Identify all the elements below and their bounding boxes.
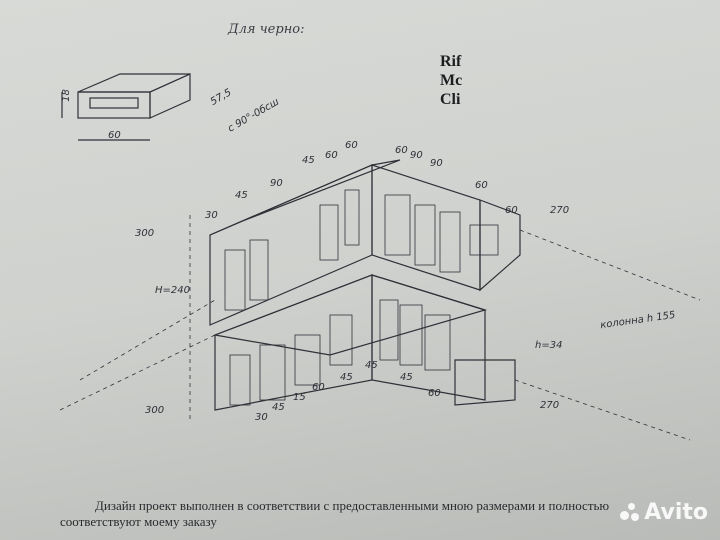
dim-label: 90 xyxy=(410,150,423,161)
dim-label: 45 xyxy=(302,155,315,166)
dim-label: 45 xyxy=(400,372,413,383)
box-top xyxy=(77,73,191,93)
dim-label: 90 xyxy=(270,178,283,189)
dim-label: 60 xyxy=(475,180,488,191)
box-side xyxy=(149,73,191,119)
caption-line-1: Дизайн проект выполнен в соответствии с … xyxy=(95,498,610,513)
box-front xyxy=(77,91,151,119)
detail-height: 18 xyxy=(60,89,72,102)
detail-width: 60 xyxy=(108,130,121,141)
dim-label: 45 xyxy=(272,402,285,413)
height-label: 300 xyxy=(135,228,155,239)
dim-label: 30 xyxy=(205,210,218,221)
cutoff-line: Rif xyxy=(440,53,462,70)
height-label: 270 xyxy=(540,400,560,411)
height-label: 270 xyxy=(550,205,570,216)
dim-label: 60 xyxy=(395,145,408,156)
caption-line-2: соответствуют моему заказу xyxy=(60,514,217,529)
dim-label: 45 xyxy=(365,360,378,371)
dim-label: 60 xyxy=(345,140,358,151)
height-label: h=34 xyxy=(535,340,563,351)
dim-label: 60 xyxy=(325,150,338,161)
height-label: H=240 xyxy=(155,285,190,296)
dim-label: 45 xyxy=(340,372,353,383)
handwritten-header: Для черно: xyxy=(228,22,305,37)
dim-label: 90 xyxy=(430,158,443,169)
dim-label: 60 xyxy=(505,205,518,216)
dim-label: 60 xyxy=(428,388,441,399)
dim-label: 45 xyxy=(235,190,248,201)
dim-label: 30 xyxy=(255,412,268,423)
lower-left-front xyxy=(214,274,373,411)
avito-logo-icon xyxy=(620,502,640,523)
avito-watermark: Avito xyxy=(620,500,708,525)
upper-right-front xyxy=(371,164,481,291)
cutoff-line: Mc xyxy=(440,72,462,89)
avito-text: Avito xyxy=(644,500,708,525)
height-label: 300 xyxy=(145,405,165,416)
cutoff-text: Rif Mc Cli xyxy=(440,52,462,109)
cutoff-line: Cli xyxy=(440,91,461,108)
dim-label: 15 xyxy=(293,392,306,403)
dim-label: 60 xyxy=(312,382,325,393)
